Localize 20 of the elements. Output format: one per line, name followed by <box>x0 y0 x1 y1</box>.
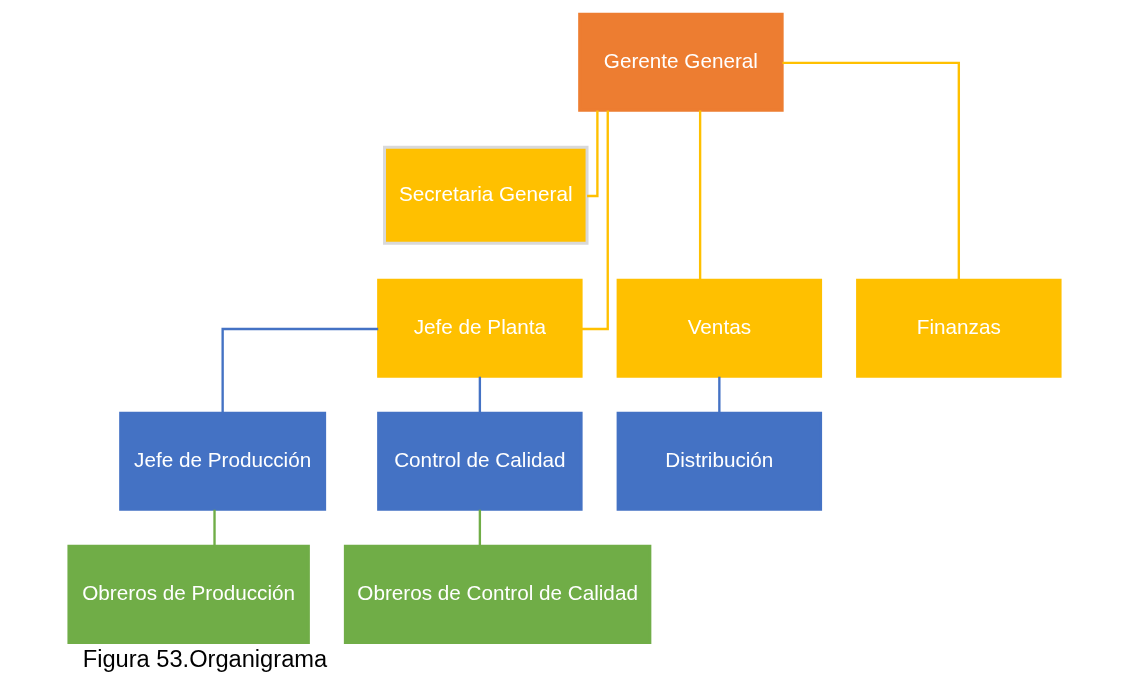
node-box: Control de Calidad <box>377 411 583 511</box>
node-box: Obreros de Control de Calidad <box>343 544 652 644</box>
connector <box>478 509 482 547</box>
node-box: Finanzas <box>856 278 1062 378</box>
node-box: Secretaria General <box>383 145 589 245</box>
connector <box>698 110 702 280</box>
node-box: Obreros de Producción <box>67 544 310 644</box>
connector <box>782 61 960 281</box>
node-box: Gerente General <box>578 12 784 112</box>
node-box: Jefe de Planta <box>377 278 583 378</box>
connector <box>221 327 379 414</box>
node-box: Distribución <box>616 411 823 511</box>
connector <box>581 110 609 331</box>
node-box: Ventas <box>616 278 823 378</box>
connector <box>478 376 482 414</box>
caption: Figura 53.Organigrama <box>82 646 328 673</box>
connector <box>718 376 721 414</box>
connector <box>587 110 599 198</box>
connector <box>213 509 216 547</box>
node-box: Jefe de Producción <box>119 411 327 511</box>
